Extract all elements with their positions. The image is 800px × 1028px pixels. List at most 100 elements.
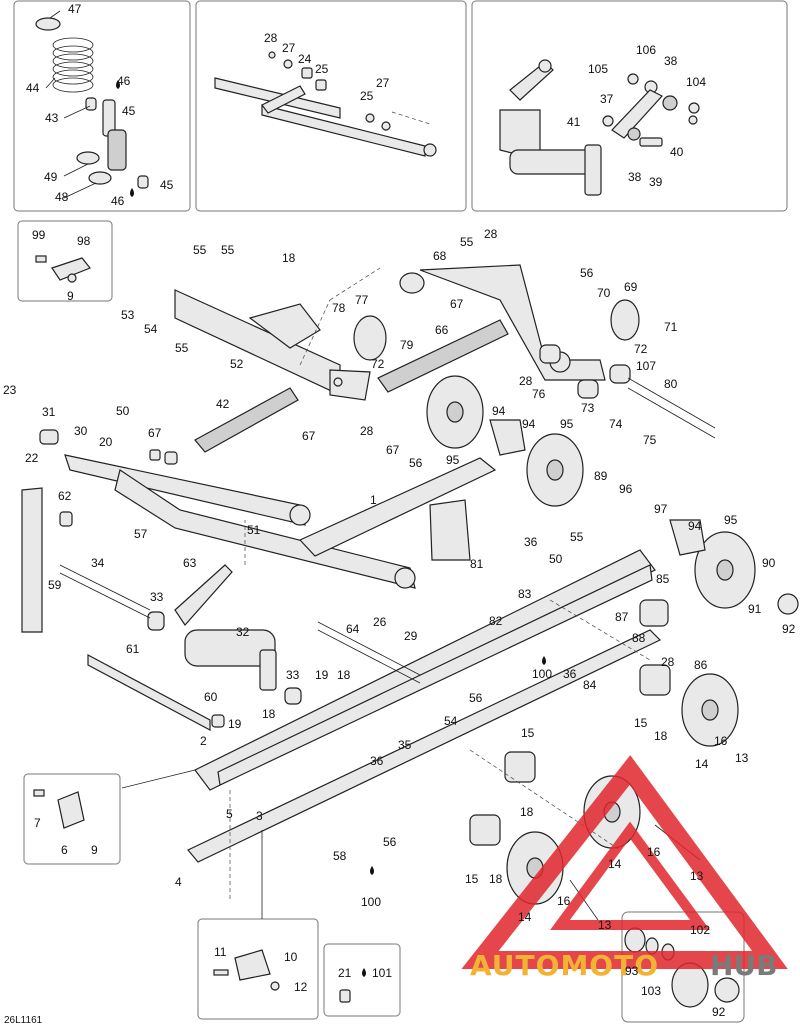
callout-55: 55 (175, 341, 189, 355)
callout-18: 18 (282, 251, 296, 265)
callout-30: 30 (74, 424, 88, 438)
callout-97: 97 (654, 502, 668, 516)
callout-107: 107 (636, 359, 656, 373)
callout-5: 5 (226, 807, 233, 821)
callout-54: 54 (444, 714, 458, 728)
callout-77: 77 (355, 293, 369, 307)
callout-2: 2 (200, 734, 207, 748)
callout-68: 68 (433, 249, 447, 263)
callout-58: 58 (333, 849, 347, 863)
callout-54: 54 (144, 322, 158, 336)
callout-45: 45 (122, 104, 136, 118)
callout-42: 42 (216, 397, 230, 411)
callout-74: 74 (609, 417, 623, 431)
callout-1: 1 (370, 493, 377, 507)
callout-28: 28 (360, 424, 374, 438)
callout-57: 57 (134, 527, 148, 541)
shock-spring-drawing (35, 10, 149, 199)
bracket-98-drawing (35, 255, 91, 283)
callout-48: 48 (55, 190, 69, 204)
callout-67: 67 (148, 426, 162, 440)
callout-18: 18 (520, 805, 534, 819)
callout-59: 59 (48, 578, 62, 592)
callout-55: 55 (570, 530, 584, 544)
callout-92: 92 (712, 1005, 726, 1019)
callout-33: 33 (286, 668, 300, 682)
callout-86: 86 (694, 658, 708, 672)
callout-43: 43 (45, 111, 59, 125)
callout-62: 62 (58, 489, 72, 503)
callout-13: 13 (735, 751, 749, 765)
callout-3: 3 (256, 809, 263, 823)
callout-105: 105 (588, 62, 608, 76)
callout-61: 61 (126, 642, 140, 656)
callout-31: 31 (42, 405, 56, 419)
callout-25: 25 (315, 62, 329, 76)
callout-25: 25 (360, 89, 374, 103)
callout-88: 88 (632, 631, 646, 645)
callout-27: 27 (376, 76, 390, 90)
watermark-triangle-inner (550, 821, 710, 930)
callout-100: 100 (532, 667, 552, 681)
callout-36: 36 (563, 667, 577, 681)
inset-bracket-98 (17, 220, 113, 302)
callout-79: 79 (400, 338, 414, 352)
callout-36: 36 (370, 754, 384, 768)
front-arm-drawing (214, 51, 437, 157)
callout-95: 95 (724, 513, 738, 527)
inset-grease-fitting (323, 943, 401, 1017)
callout-70: 70 (597, 286, 611, 300)
callout-16: 16 (647, 845, 661, 859)
callout-38: 38 (664, 54, 678, 68)
callout-33: 33 (150, 590, 164, 604)
callout-18: 18 (489, 872, 503, 886)
callout-labels: 47 44 46 45 43 49 48 45 46 28 27 24 25 2… (3, 2, 796, 1019)
callout-37: 37 (600, 92, 614, 106)
callout-46: 46 (111, 194, 125, 208)
callout-50: 50 (116, 404, 130, 418)
callout-14: 14 (695, 757, 709, 771)
callout-18: 18 (654, 729, 668, 743)
callout-87: 87 (615, 610, 629, 624)
callout-93: 93 (625, 964, 639, 978)
callout-40: 40 (670, 145, 684, 159)
callout-64: 64 (346, 622, 360, 636)
callout-89: 89 (594, 469, 608, 483)
callout-96: 96 (619, 482, 633, 496)
callout-67: 67 (302, 429, 316, 443)
callout-104: 104 (686, 75, 706, 89)
callout-20: 20 (99, 435, 113, 449)
callout-13: 13 (598, 918, 612, 932)
callout-55: 55 (460, 235, 474, 249)
callout-84: 84 (583, 678, 597, 692)
callout-78: 78 (332, 301, 346, 315)
callout-56: 56 (409, 456, 423, 470)
callout-80: 80 (664, 377, 678, 391)
callout-26: 26 (373, 615, 387, 629)
callout-72: 72 (634, 342, 648, 356)
callout-18: 18 (337, 668, 351, 682)
callout-27: 27 (282, 41, 296, 55)
callout-94: 94 (522, 417, 536, 431)
callout-16: 16 (714, 734, 728, 748)
callout-6: 6 (61, 843, 68, 857)
callout-28: 28 (484, 227, 498, 241)
callout-55: 55 (221, 243, 235, 257)
callout-28: 28 (661, 655, 675, 669)
callout-90: 90 (762, 556, 776, 570)
callout-75: 75 (643, 433, 657, 447)
callout-35: 35 (398, 738, 412, 752)
callout-76: 76 (532, 387, 546, 401)
callout-15: 15 (465, 872, 479, 886)
callout-34: 34 (91, 556, 105, 570)
callout-100: 100 (361, 895, 381, 909)
callout-91: 91 (748, 602, 762, 616)
callout-63: 63 (183, 556, 197, 570)
callout-14: 14 (608, 857, 622, 871)
callout-9: 9 (91, 843, 98, 857)
callout-85: 85 (656, 572, 670, 586)
callout-72: 72 (371, 357, 385, 371)
callout-55: 55 (193, 243, 207, 257)
callout-46: 46 (117, 74, 131, 88)
